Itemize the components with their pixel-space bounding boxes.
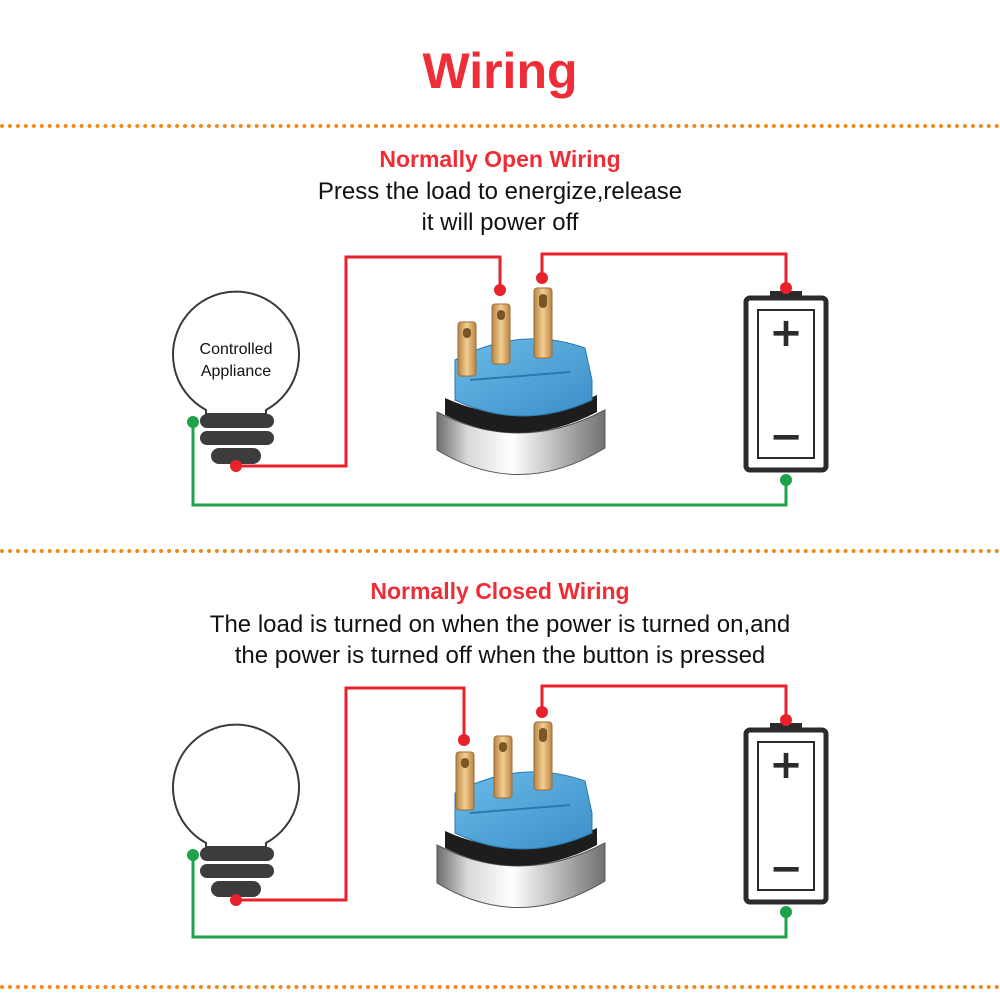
battery-inner xyxy=(757,309,815,459)
red-connection-dot xyxy=(230,460,242,472)
push-button-switch xyxy=(436,287,606,475)
page-title: Wiring xyxy=(422,43,578,99)
switch-pin-1-hole xyxy=(463,328,471,338)
battery-inner xyxy=(757,741,815,891)
switch-pin-1 xyxy=(455,751,475,811)
green-connection-dot xyxy=(187,416,199,428)
bulb-base-ring-1 xyxy=(200,414,274,428)
bulb-base-ring-2 xyxy=(200,864,274,878)
red-connection-dot xyxy=(494,284,506,296)
red-connection-dot xyxy=(536,272,548,284)
red-wire-switch-to-battery xyxy=(540,684,788,720)
normally-closed-description: The load is turned on when the power is … xyxy=(0,609,1000,671)
switch-pin-2 xyxy=(493,735,513,799)
red-connection-dot xyxy=(458,734,470,746)
bulb-base-tip xyxy=(211,448,261,464)
battery-plus-sign: + xyxy=(769,310,803,356)
switch-pin-3-hole xyxy=(539,294,547,308)
switch-pin-3-hole xyxy=(539,728,547,742)
normally-closed-description-line-2: the power is turned off when the button … xyxy=(234,642,766,669)
red-wire-bulb-to-switch xyxy=(236,686,466,902)
divider-top xyxy=(0,124,1000,128)
battery-case xyxy=(743,295,829,473)
normally-closed-heading: Normally Closed Wiring xyxy=(370,578,630,604)
green-wire-bulb-to-battery xyxy=(191,422,788,507)
switch-pin-2 xyxy=(491,303,511,365)
switch-pin-3 xyxy=(533,721,553,791)
divider-bottom xyxy=(0,985,1000,989)
red-connection-dot xyxy=(780,714,792,726)
battery: + − xyxy=(743,291,829,473)
battery-plus-sign: + xyxy=(769,742,803,788)
red-connection-dot xyxy=(230,894,242,906)
bulb-label-line-1: Controlled xyxy=(200,341,273,358)
battery: + − xyxy=(743,723,829,905)
red-wire-bulb-to-switch xyxy=(236,255,502,468)
green-connection-dot xyxy=(780,474,792,486)
green-connection-dot xyxy=(780,906,792,918)
switch-blue-body xyxy=(454,338,593,417)
bulb-base-ring-2 xyxy=(200,431,274,445)
switch-metal-ring xyxy=(436,842,606,908)
switch-pin-3 xyxy=(533,287,553,359)
switch-pin-2-hole xyxy=(497,310,505,320)
bulb-label-line-2: Appliance xyxy=(201,363,271,380)
switch-dark-band xyxy=(445,395,597,433)
green-connection-dot xyxy=(187,849,199,861)
switch-pin-1-hole xyxy=(461,758,469,768)
normally-open-description: Press the load to energize,release it wi… xyxy=(0,176,1000,238)
red-wire-switch-to-battery xyxy=(540,252,788,288)
switch-pin-2-hole xyxy=(499,742,507,752)
normally-open-diagram: Controlled Appliance + − xyxy=(172,252,829,507)
battery-minus-sign: − xyxy=(769,846,803,892)
normally-closed-diagram: + − xyxy=(172,684,829,939)
switch-dark-band xyxy=(445,828,597,866)
red-connection-dot xyxy=(780,282,792,294)
red-connection-dot xyxy=(536,706,548,718)
controlled-appliance-bulb: Controlled Appliance xyxy=(172,290,300,464)
bulb-base-ring-1 xyxy=(200,847,274,861)
divider-middle xyxy=(0,549,1000,553)
switch-metal-ring xyxy=(436,409,606,475)
bulb-base-tip xyxy=(211,881,261,897)
push-button-switch xyxy=(436,721,606,908)
normally-open-description-line-1: Press the load to energize,release xyxy=(317,178,683,205)
bulb-glass xyxy=(172,723,300,848)
normally-closed-description-line-1: The load is turned on when the power is … xyxy=(209,611,791,638)
green-wire-bulb-to-battery xyxy=(191,855,788,939)
controlled-appliance-bulb xyxy=(172,723,300,897)
bulb-glass xyxy=(172,290,300,415)
switch-body-detail xyxy=(469,804,571,814)
switch-pin-1 xyxy=(457,321,477,377)
battery-minus-sign: − xyxy=(769,414,803,460)
switch-blue-body xyxy=(454,771,593,850)
normally-open-heading: Normally Open Wiring xyxy=(379,146,621,172)
battery-case xyxy=(743,727,829,905)
switch-body-detail xyxy=(469,371,571,381)
normally-open-description-line-2: it will power off xyxy=(421,209,579,236)
